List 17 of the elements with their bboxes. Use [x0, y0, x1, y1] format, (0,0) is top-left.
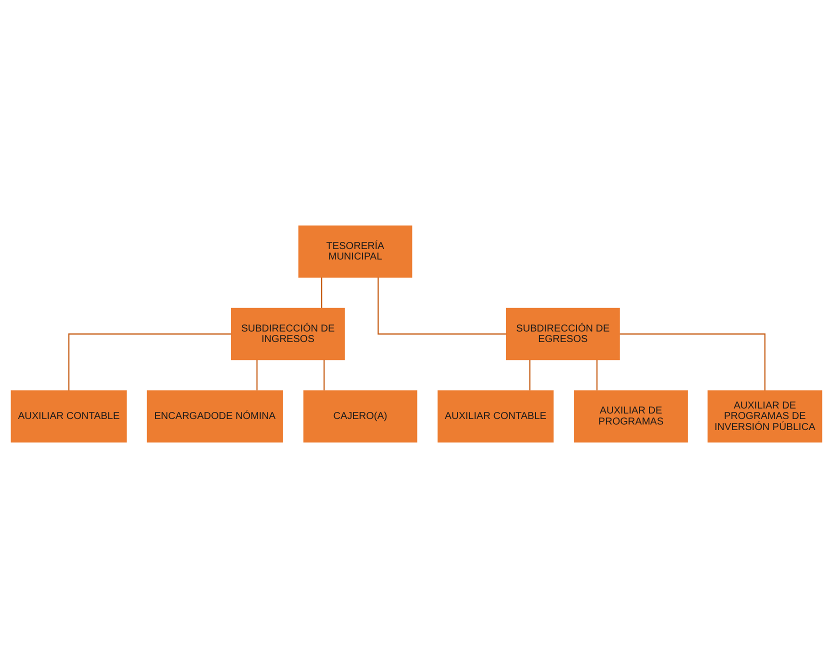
node-box: SUBDIRECCIÓN DE EGRESOS	[506, 308, 620, 360]
node-box: AUXILIAR CONTABLE	[10, 390, 127, 442]
node-box: TESORERÍA MUNICIPAL	[298, 226, 412, 278]
node-box: AUXILIAR DE PROGRAMAS	[574, 390, 688, 442]
connector	[378, 277, 506, 335]
node-box: ENCARGADODE NÓMINA	[146, 390, 283, 442]
node-box: AUXILIAR CONTABLE	[438, 390, 554, 442]
connector	[324, 360, 325, 390]
node-box: AUXILIAR DE PROGRAMAS DE INVERSIÓN PÚBLICA	[708, 390, 822, 442]
connector	[529, 360, 530, 390]
node-box: CAJERO(A)	[303, 390, 418, 442]
node-box: SUBDIRECCIÓN DE INGRESOS	[231, 308, 345, 360]
connector	[321, 277, 322, 308]
connector	[596, 360, 598, 390]
connector	[68, 333, 232, 391]
connector	[256, 360, 258, 390]
connector	[620, 333, 766, 391]
